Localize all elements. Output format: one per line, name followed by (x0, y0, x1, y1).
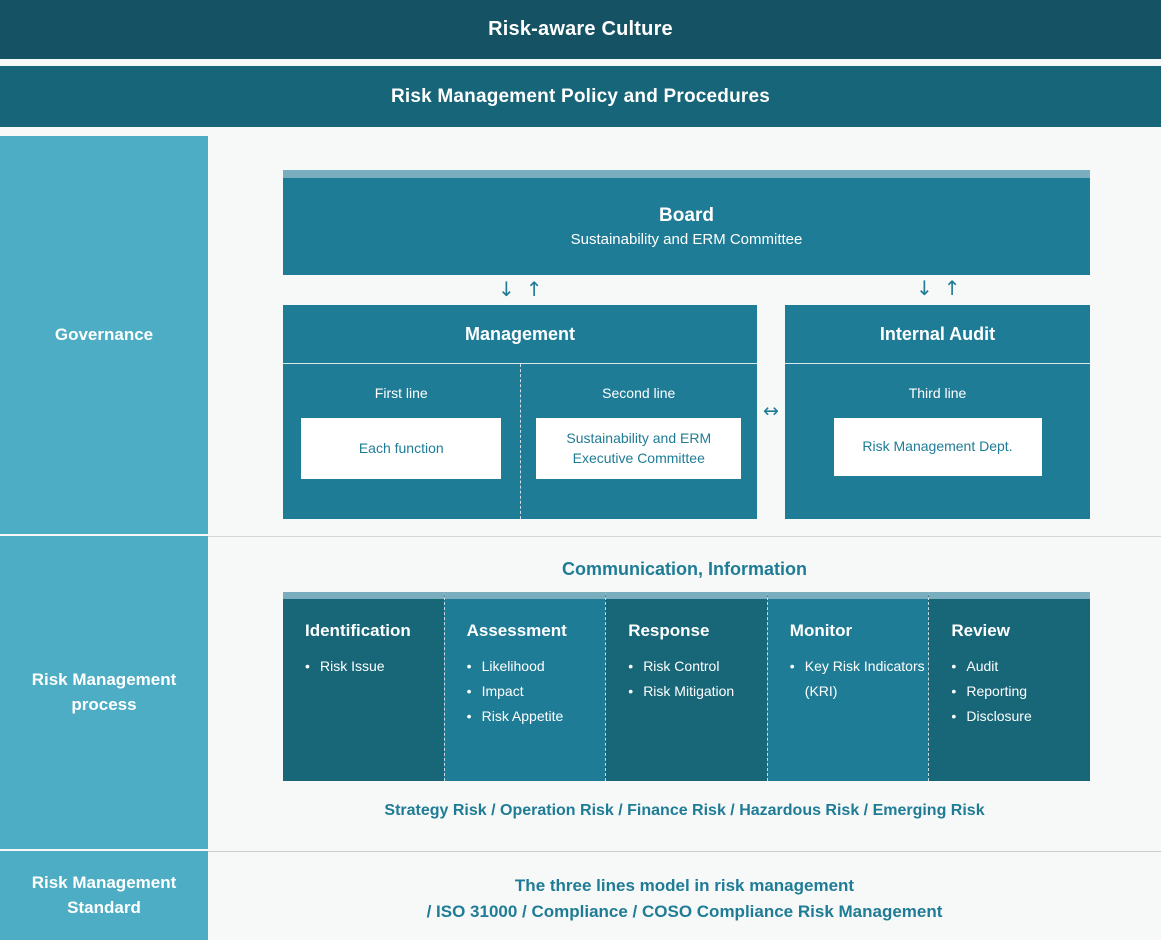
board-subtitle: Sustainability and ERM Committee (570, 231, 803, 248)
risk-process-columns: IdentificationRisk IssueAssessmentLikeli… (283, 592, 1090, 781)
arrow-down-icon: ↓ (916, 276, 933, 300)
process-item: Risk Appetite (467, 704, 606, 729)
third-line-label: Third line (908, 385, 967, 401)
double-arrow-icon: ↔ (757, 386, 785, 436)
risk-types-label: Strategy Risk / Operation Risk / Finance… (384, 802, 985, 819)
process-column-title: Monitor (789, 621, 853, 640)
arrows-board-management: ↓ ↑ (498, 279, 543, 299)
process-column-title: Identification (305, 621, 411, 640)
third-line-column: Third line Risk Management Dept. (785, 364, 1090, 519)
process-column-title: Review (951, 621, 1010, 640)
board-title: Board (659, 205, 714, 226)
process-item: Risk Issue (305, 654, 444, 679)
banner-risk-aware-culture: Risk-aware Culture (0, 0, 1161, 59)
process-column-items: LikelihoodImpactRisk Appetite (467, 654, 606, 729)
arrow-up-icon: ↑ (943, 276, 961, 300)
second-line-label: Second line (602, 385, 676, 401)
process-column-items: Key Risk Indicators (KRI) (790, 654, 929, 704)
third-line-card: Risk Management Dept. (833, 418, 1042, 476)
arrows-board-internal-audit: ↓ ↑ (916, 278, 961, 298)
internal-audit-lines: Third line Risk Management Dept. (785, 364, 1090, 519)
process-column-assessment: AssessmentLikelihoodImpactRisk Appetite (443, 592, 606, 781)
arrow-up-icon: ↑ (525, 277, 543, 301)
process-item: Key Risk Indicators (KRI) (790, 654, 929, 704)
sidebar-process-text: Risk Management process (31, 669, 177, 714)
management-lines: First line Each function Second line Sus… (283, 364, 757, 519)
second-line-column: Second line Sustainability and ERM Execu… (519, 364, 758, 519)
standard-line-1: The three lines model in risk management (514, 876, 855, 895)
first-line-column: First line Each function (283, 364, 520, 519)
banner-policy-label: Risk Management Policy and Procedures (390, 85, 771, 107)
management-header: Management (283, 305, 757, 364)
process-column-identification: IdentificationRisk Issue (283, 592, 444, 781)
first-line-card: Each function (301, 418, 502, 479)
sidebar-label-governance: Governance (0, 136, 208, 534)
process-column-title: Response (628, 621, 710, 640)
process-column-review: ReviewAuditReportingDisclosure (928, 592, 1090, 781)
process-item: Risk Mitigation (628, 679, 767, 704)
sidebar-label-risk-management-process: Risk Management process (0, 536, 208, 849)
process-column-items: Risk ControlRisk Mitigation (628, 654, 767, 704)
board-box: Board Sustainability and ERM Committee (283, 170, 1090, 275)
banner-risk-management-policy: Risk Management Policy and Procedures (0, 66, 1161, 127)
management-box: Management First line Each function Seco… (283, 305, 757, 519)
pane-risk-management-standard (208, 851, 1161, 940)
process-item: Reporting (951, 679, 1090, 704)
internal-audit-box: Internal Audit Third line Risk Managemen… (785, 305, 1090, 519)
process-item: Likelihood (467, 654, 606, 679)
arrow-down-icon: ↓ (498, 277, 515, 301)
sidebar-label-risk-management-standard: Risk Management Standard (0, 851, 208, 940)
process-column-items: Risk Issue (305, 654, 444, 679)
internal-audit-header: Internal Audit (785, 305, 1090, 364)
process-item: Audit (951, 654, 1090, 679)
process-item: Disclosure (951, 704, 1090, 729)
communication-information-title: Communication, Information (562, 559, 807, 579)
sidebar-governance-text: Governance (54, 324, 154, 344)
process-column-monitor: MonitorKey Risk Indicators (KRI) (766, 592, 929, 781)
process-column-response: ResponseRisk ControlRisk Mitigation (605, 592, 767, 781)
banner-culture-label: Risk-aware Culture (488, 18, 673, 40)
process-column-title: Assessment (466, 621, 567, 640)
sidebar-standard-text: Risk Management Standard (31, 872, 177, 917)
process-item: Risk Control (628, 654, 767, 679)
process-item: Impact (467, 679, 606, 704)
risk-standard-text: The three lines model in risk management… (208, 873, 1161, 926)
process-column-items: AuditReportingDisclosure (951, 654, 1090, 729)
first-line-label: First line (374, 385, 428, 401)
second-line-card: Sustainability and ERM Executive Committ… (536, 418, 742, 479)
standard-line-2: / ISO 31000 / Compliance / COSO Complian… (426, 902, 943, 922)
